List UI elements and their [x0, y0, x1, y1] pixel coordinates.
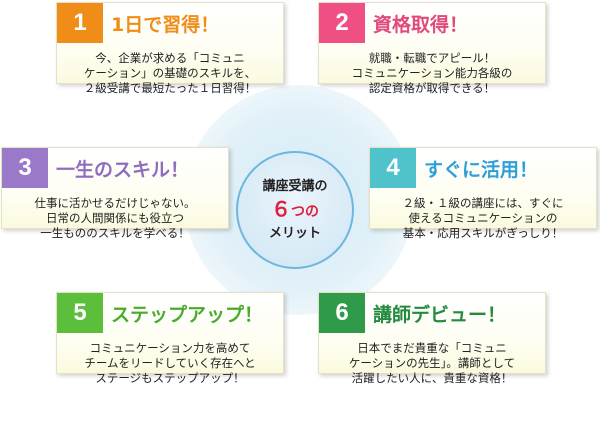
merit-title-2: 資格取得！: [373, 13, 469, 36]
merit-text-6: 日本でまだ貴重な「コミュニ ケーションの先生」。講師として 活躍したい人に、貴重…: [348, 341, 516, 385]
merit-text-3: 仕事に活かせるだけじゃない。 日常の人間関係にも役立つ 一生もののスキルを学べる…: [34, 196, 196, 240]
merit-number-6: 6: [319, 293, 365, 333]
merit-number-4: 4: [370, 148, 416, 188]
center-count-number: ６: [271, 196, 291, 221]
merit-text-1: 今、企業が求める「コミュニ ケーション」の基礎のスキルを、 ２級受講で最短たった…: [83, 51, 257, 95]
merit-card-2: 2 資格取得！ 就職・転職でアピール！ コミュニケーション能力各級の 認定資格が…: [318, 2, 546, 95]
merit-number-1: 1: [57, 3, 103, 43]
merit-title-5: ステップアップ！: [111, 303, 264, 326]
merit-number-2: 2: [319, 3, 365, 43]
center-badge: 講座受講の ６つの メリット: [236, 151, 354, 269]
merit-card-4: 4 すぐに活用！ ２級・１級の講座には、すぐに 使えるコミュニケーションの 基本…: [369, 147, 597, 240]
merit-card-1: 1 1日で習得！ 今、企業が求める「コミュニ ケーション」の基礎のスキルを、 ２…: [56, 2, 284, 95]
center-line-3: メリット: [268, 225, 321, 241]
merit-title-1: 1日で習得！: [111, 13, 220, 36]
merit-card-6: 6 講師デビュー！ 日本でまだ貴重な「コミュニ ケーションの先生」。講師として …: [318, 292, 546, 385]
merit-title-6: 講師デビュー！: [373, 303, 507, 326]
center-count: ６つの: [271, 196, 319, 225]
merit-text-4: ２級・１級の講座には、すぐに 使えるコミュニケーションの 基本・応用スキルがぎっ…: [402, 196, 564, 240]
merit-card-3: 3 一生のスキル！ 仕事に活かせるだけじゃない。 日常の人間関係にも役立つ 一生…: [1, 147, 229, 240]
merit-text-5: コミュニケーション力を高めて チームをリードしていく存在へと ステージもステップ…: [84, 341, 256, 385]
merit-number-5: 5: [57, 293, 103, 333]
merit-text-2: 就職・転職でアピール！ コミュニケーション能力各級の 認定資格が取得できる！: [351, 51, 513, 95]
center-count-suffix: つの: [291, 203, 319, 220]
merit-title-3: 一生のスキル！: [56, 158, 190, 181]
merit-title-4: すぐに活用！: [424, 158, 539, 181]
merit-number-3: 3: [2, 148, 48, 188]
center-line-1: 講座受講の: [262, 178, 328, 194]
merit-card-5: 5 ステップアップ！ コミュニケーション力を高めて チームをリードしていく存在へ…: [56, 292, 284, 385]
